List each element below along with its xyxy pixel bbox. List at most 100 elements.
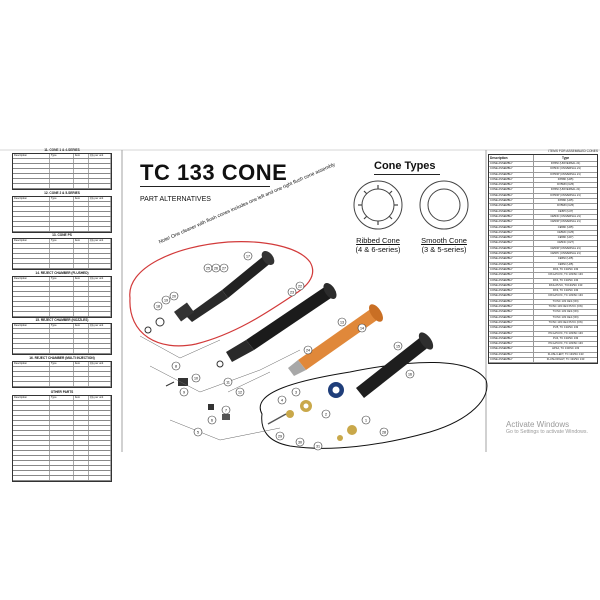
callout-number: 27 xyxy=(222,266,226,270)
callout-circle xyxy=(337,317,347,327)
section-cell xyxy=(13,425,50,430)
section-cell xyxy=(74,292,89,296)
section-cell xyxy=(74,297,89,301)
section-cell xyxy=(13,164,50,168)
section-cell xyxy=(13,169,50,173)
section-cell xyxy=(89,287,111,291)
section-title: 12. CONE 2 & 5-SERIES xyxy=(44,190,80,195)
cell-description: CONE ASSEMBLY xyxy=(489,347,535,352)
cell-type: CE5NI (U25) xyxy=(557,257,574,261)
section-row xyxy=(13,302,111,307)
section-cell xyxy=(50,415,74,420)
callout-number: 16 xyxy=(408,372,412,376)
section-cell xyxy=(13,415,50,420)
section-cell xyxy=(89,425,111,430)
section-header-cell: Item xyxy=(74,154,89,158)
section-cell xyxy=(13,400,50,405)
ribbed-cone-series: (4 & 6-series) xyxy=(355,245,401,254)
cell-description: CONE ASSEMBLY xyxy=(489,172,535,177)
section-title: 15. REJECT CHAMBER (NOZZLES) xyxy=(35,318,89,322)
cell-description: CONE ASSEMBLY xyxy=(489,193,535,199)
cell-description: CONE ASSEMBLY xyxy=(489,299,535,305)
cell-type: PU4+PUVC, TC 133/SC 133 xyxy=(548,342,583,346)
section-cell xyxy=(13,377,50,381)
section-cell xyxy=(89,455,111,460)
section-cell xyxy=(13,344,50,348)
cell-type: CE5PC (UNIVERSAL 21) xyxy=(550,252,581,256)
callout-number: 10 xyxy=(194,376,198,380)
section-cell xyxy=(50,334,74,338)
callout-circle xyxy=(361,415,371,425)
section-header-cell: Type xyxy=(50,196,74,201)
flush-cone-assembly xyxy=(144,250,275,334)
section-cell xyxy=(13,179,50,183)
cell-type: DX4, TC 133/SC 133 xyxy=(552,267,579,271)
section-row xyxy=(13,339,111,344)
cell-description: CONE ASSEMBLY xyxy=(489,320,535,326)
section-header-cell: Item xyxy=(74,277,89,281)
section-cell xyxy=(89,282,111,286)
section-header-cell: Type xyxy=(50,395,74,400)
section-cell xyxy=(74,184,89,188)
section-cell xyxy=(13,372,50,376)
section-row xyxy=(13,420,111,426)
cell-type: DX5NI (UNIVERSAL 21) xyxy=(550,162,581,165)
section-cell xyxy=(74,302,89,306)
cell-type: TC/SC 133 CE4 PUVC (ON) xyxy=(548,320,583,324)
cell-type: PU4+PUVC, TC 133/SC 133 xyxy=(548,331,583,335)
section-row xyxy=(13,445,111,451)
section-cell xyxy=(74,367,89,371)
section-row xyxy=(13,344,111,349)
title-underline xyxy=(140,186,270,187)
section-row xyxy=(13,382,111,387)
section-row xyxy=(13,206,111,212)
cell-description: CONE ASSEMBLY xyxy=(489,283,535,289)
section-cell xyxy=(89,292,111,296)
section-cell xyxy=(50,259,74,263)
section-cell xyxy=(50,344,74,348)
section-cell xyxy=(50,400,74,405)
ribbed-cone-label: Ribbed Cone (4 & 6-series) xyxy=(352,236,404,254)
section-cell xyxy=(89,339,111,343)
section-cell xyxy=(13,201,50,206)
cell-description: CONE ASSEMBLY xyxy=(489,267,535,273)
section-cell xyxy=(74,450,89,455)
section-cell xyxy=(50,435,74,440)
section-cell xyxy=(74,339,89,343)
cell-description: CONE ASSEMBLY xyxy=(489,289,535,294)
callout-number: 25 xyxy=(206,266,210,270)
section-row xyxy=(13,415,111,421)
cell-type: CE5NC (UNIVERSAL 21) xyxy=(550,214,581,218)
section-cell xyxy=(13,430,50,435)
section-header-cell: Qty per unit xyxy=(89,277,111,281)
page-subtitle: PART ALTERNATIVES xyxy=(140,196,211,203)
watermark-title: Activate Windows xyxy=(506,420,570,429)
section-cell xyxy=(74,430,89,435)
section-cell xyxy=(50,455,74,460)
section-row xyxy=(13,221,111,227)
section-cell xyxy=(74,174,89,178)
section-cell xyxy=(89,405,111,410)
section-title: 16. REJECT CHAMBER (MULTI INJECTION) xyxy=(29,356,95,360)
cell-description: CONE ASSEMBLY xyxy=(489,294,535,299)
section-cell xyxy=(13,259,50,263)
section-cell xyxy=(74,470,89,475)
section-cell xyxy=(74,425,89,430)
section-cell xyxy=(74,206,89,211)
callout-number: 6 xyxy=(211,418,213,422)
section-cell xyxy=(13,465,50,470)
section-cell xyxy=(13,312,50,316)
